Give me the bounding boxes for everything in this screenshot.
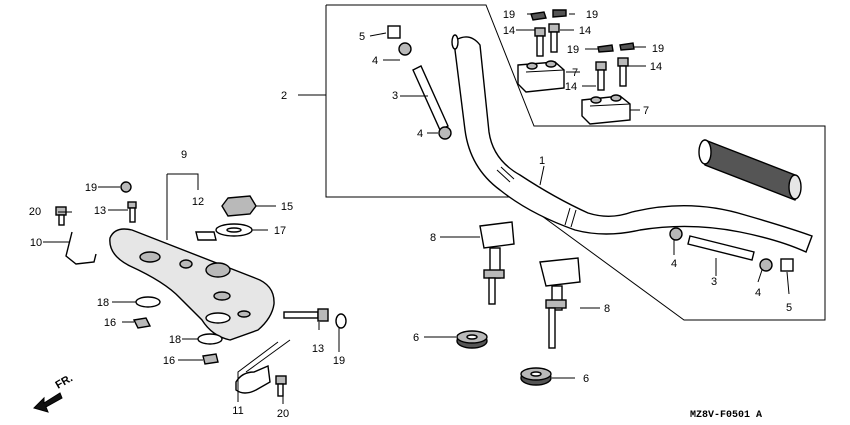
- callout-13-b: 13: [312, 343, 324, 355]
- callout-17: 17: [274, 225, 286, 237]
- callout-19-d: 19: [652, 43, 664, 55]
- upper-holder-b: [581, 94, 631, 125]
- callout-19-c: 19: [567, 44, 579, 56]
- callout-labels: 1 2 3 3 4 4 4 4 5 5 6 6 7 7 8 8 9 10 11 …: [29, 9, 792, 420]
- upper-holder-a: [517, 60, 565, 93]
- callout-5-left: 5: [359, 31, 365, 43]
- callout-19-f: 19: [333, 355, 345, 367]
- callout-9: 9: [181, 149, 187, 161]
- callout-19-b: 19: [586, 9, 598, 21]
- holder-bolt-c: [595, 61, 607, 91]
- top-bridge-sticker: [195, 231, 217, 241]
- rubber-cushion-a: [456, 330, 488, 349]
- callout-10: 10: [30, 237, 42, 249]
- handlebar: [451, 34, 813, 253]
- callout-5-right: 5: [786, 302, 792, 314]
- callout-18-a: 18: [97, 297, 109, 309]
- callout-11: 11: [232, 405, 243, 417]
- stem-nut: [221, 195, 257, 217]
- leader-lines: [43, 13, 790, 404]
- callout-6-a: 6: [413, 332, 419, 344]
- stem-washer: [215, 223, 253, 237]
- callout-4-b: 4: [417, 128, 423, 140]
- callout-18-b: 18: [169, 334, 181, 346]
- callout-14-d: 14: [650, 61, 662, 73]
- figure-code: MZ8V-F0501 A: [690, 410, 762, 421]
- callout-3-left: 3: [392, 90, 398, 102]
- handlebar-grip: [698, 139, 802, 201]
- cable-clamp: [235, 364, 287, 397]
- front-arrow-label: FR.: [54, 372, 75, 391]
- lower-holder-b: [539, 257, 581, 349]
- callout-20-b: 20: [277, 408, 289, 420]
- balancer-left: [387, 25, 452, 140]
- callout-8-a: 8: [430, 232, 436, 244]
- callout-6-b: 6: [583, 373, 589, 385]
- callout-4-d: 4: [755, 287, 761, 299]
- balancer-right: [669, 227, 794, 272]
- callout-13-a: 13: [94, 205, 106, 217]
- callout-16-b: 16: [163, 355, 175, 367]
- callout-3-right: 3: [711, 276, 717, 288]
- small-hardware-left: [55, 181, 223, 365]
- bolt-cap-group: [530, 9, 635, 53]
- callout-4-c: 4: [671, 258, 677, 270]
- callout-1: 1: [539, 155, 545, 167]
- front-direction-arrow: [33, 392, 63, 413]
- rubber-cushion-b: [520, 367, 552, 386]
- pinch-bolt: [283, 308, 347, 329]
- callout-19-a: 19: [503, 9, 515, 21]
- callout-7-a: 7: [572, 67, 578, 79]
- callout-7-b: 7: [643, 105, 649, 117]
- assembly-frame: [298, 4, 826, 321]
- callout-16-a: 16: [104, 317, 116, 329]
- callout-20-a: 20: [29, 206, 41, 218]
- top-bridge: [109, 228, 275, 341]
- lower-holder-a: [479, 221, 515, 305]
- callout-14-b: 14: [579, 25, 591, 37]
- callout-14-a: 14: [503, 25, 515, 37]
- callout-2: 2: [281, 90, 287, 102]
- callout-15: 15: [281, 201, 293, 213]
- callout-4-a: 4: [372, 55, 378, 67]
- holder-bolt-a: [534, 27, 546, 57]
- holder-bolt-d: [617, 57, 629, 87]
- callout-8-b: 8: [604, 303, 610, 315]
- callout-19-e: 19: [85, 182, 97, 194]
- holder-bolt-b: [548, 23, 560, 53]
- callout-14-c: 14: [565, 81, 577, 93]
- callout-12: 12: [192, 196, 204, 208]
